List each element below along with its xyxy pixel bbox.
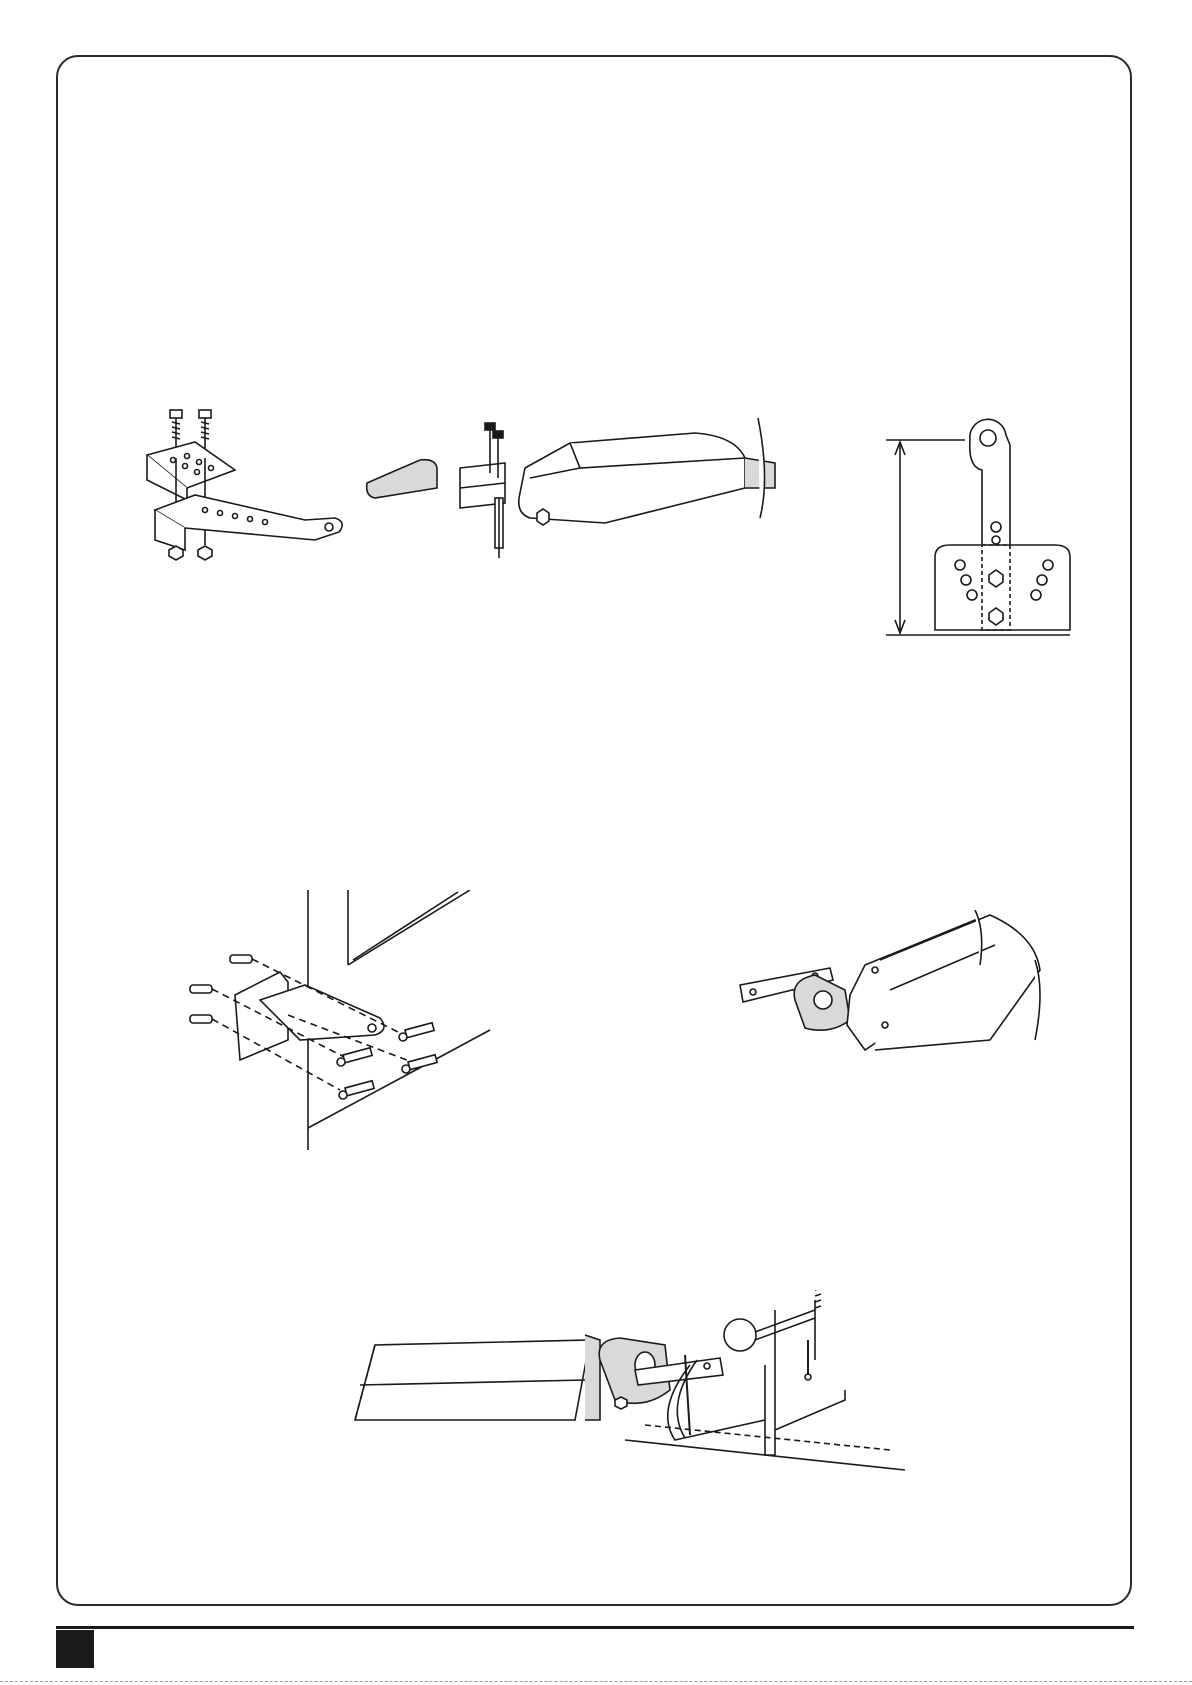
bracket-assembly-figure xyxy=(125,400,365,590)
footer-rule xyxy=(56,1626,1134,1629)
actuator-front-fork-figure xyxy=(735,910,1055,1070)
gate-clamp-positioning-figure xyxy=(345,1290,915,1490)
clamp-front-bracket-gate-icon xyxy=(345,1290,915,1490)
rear-bracket-dimension-figure xyxy=(870,415,1080,640)
actuator-fork-front-plate-icon xyxy=(735,910,1055,1070)
actuator-rear-mount-figure xyxy=(365,418,795,588)
wall-bracket-plugs-screws-icon xyxy=(180,890,500,1155)
bracket-dimension-icon xyxy=(870,415,1080,640)
page-edge-dashed-line xyxy=(0,1681,1192,1682)
page-number-tab xyxy=(56,1630,94,1668)
bracket-bolts-nuts-icon xyxy=(125,400,365,590)
wall-bracket-fixing-figure xyxy=(180,890,500,1155)
actuator-rear-mount-icon xyxy=(365,418,795,588)
